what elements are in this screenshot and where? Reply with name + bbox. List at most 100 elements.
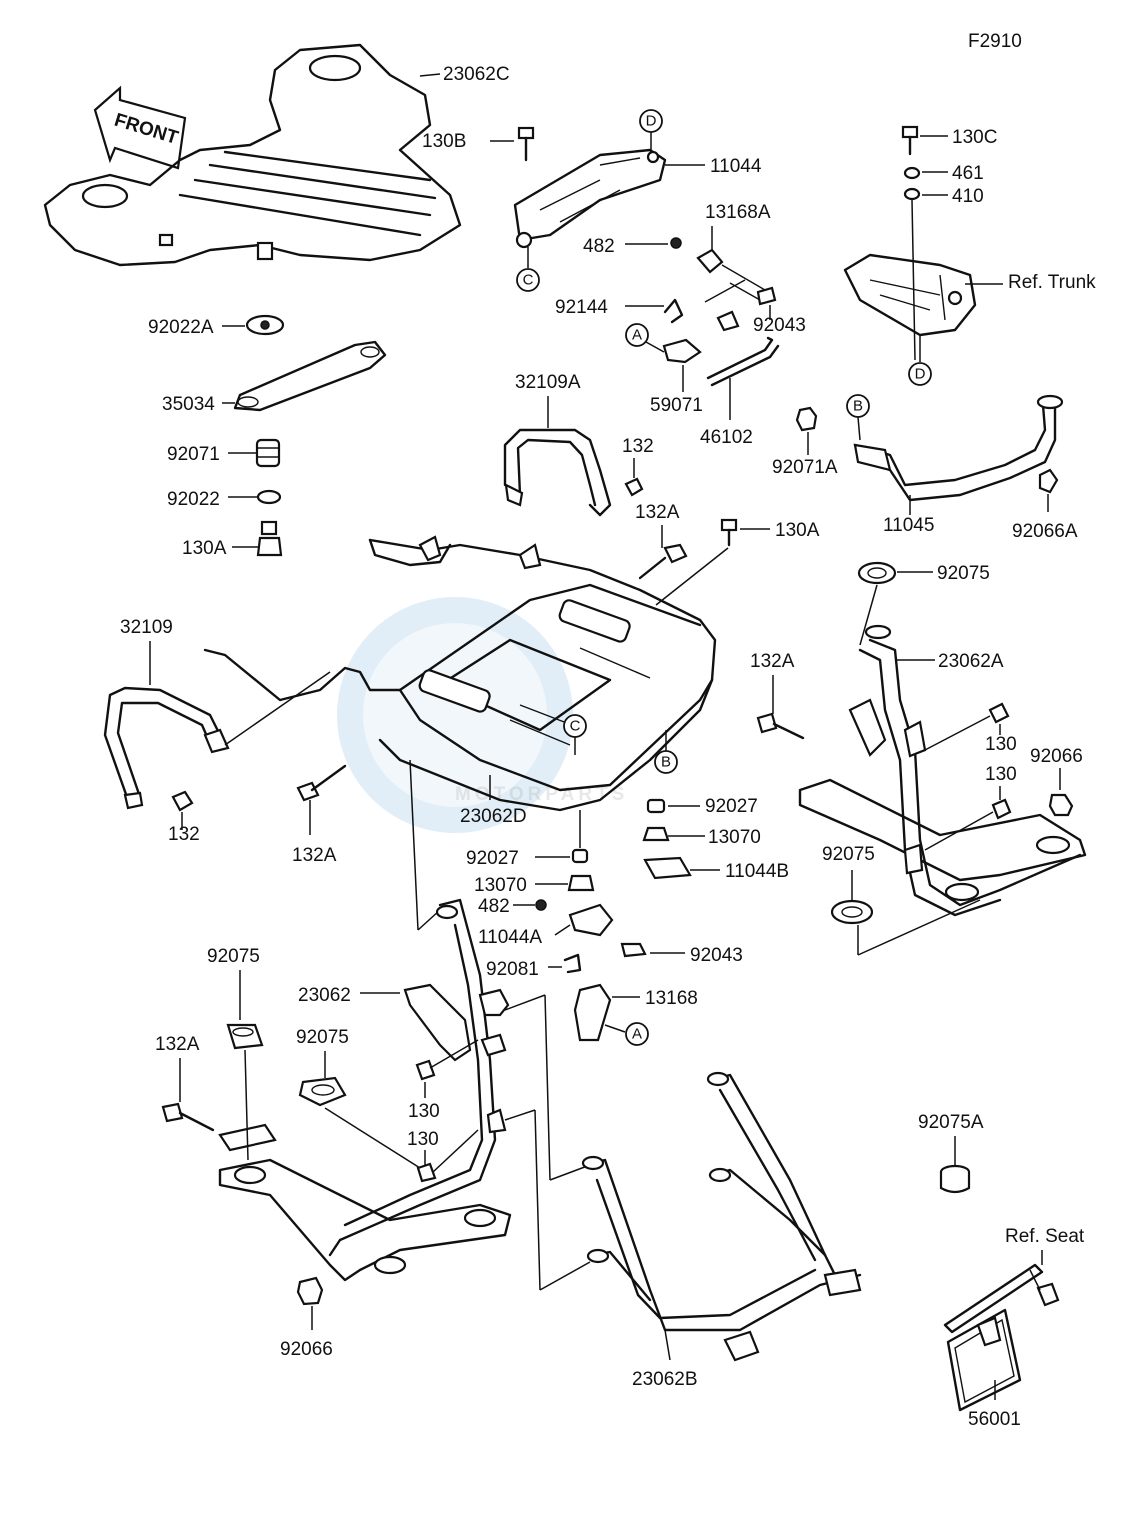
seat-bolt	[1036, 1282, 1060, 1307]
ref-marker-D-top	[639, 109, 663, 133]
label-11044B: 11044B	[725, 861, 789, 882]
label-132A-1: 132A	[635, 502, 680, 523]
damper-92071A	[795, 406, 818, 432]
label-482-top: 482	[583, 236, 615, 257]
label-92075-right-2: 92075	[822, 844, 875, 865]
label-35034: 35034	[162, 394, 215, 415]
label-92071A: 92071A	[772, 457, 838, 478]
label-130-r2: 130	[985, 764, 1017, 785]
svg-text:B: B	[853, 398, 863, 415]
washer-92022	[256, 489, 282, 505]
label-56001: 56001	[968, 1409, 1021, 1430]
svg-text:D: D	[646, 113, 657, 130]
stay-11045	[853, 394, 1064, 502]
svg-text:C: C	[570, 718, 581, 735]
label-32109A: 32109A	[515, 372, 581, 393]
label-130A-right: 130A	[775, 520, 820, 541]
strap-35034	[233, 340, 387, 412]
label-59071: 59071	[650, 395, 703, 416]
ref-marker-D-right	[908, 362, 932, 386]
spring-92144	[663, 298, 684, 324]
bolt-132A-3	[296, 764, 347, 802]
left-rail	[203, 648, 402, 702]
rod-46102	[706, 336, 774, 380]
latch-13168A	[696, 248, 724, 274]
label-130B: 130B	[422, 131, 466, 152]
damper-13070-center	[567, 874, 595, 892]
label-92066A: 92066A	[1012, 521, 1078, 542]
label-92075-left-2: 92075	[296, 1027, 349, 1048]
label-23062C: 23062C	[443, 64, 510, 85]
bolt-132A-4	[161, 1102, 215, 1132]
svg-text:A: A	[632, 327, 642, 344]
label-92081: 92081	[486, 959, 539, 980]
washer-410	[903, 187, 921, 201]
label-23062D: 23062D	[460, 806, 527, 827]
label-132-top: 132	[622, 436, 654, 457]
label-92066-left: 92066	[280, 1339, 333, 1360]
bolt-130B	[517, 126, 535, 162]
label-11045: 11045	[883, 515, 934, 536]
label-130-left-1: 130	[408, 1101, 440, 1122]
label-132A-2: 132A	[750, 651, 795, 672]
grommet-92075-r2	[830, 899, 874, 925]
frame-23062B	[581, 1071, 862, 1362]
bolt-130A-right	[720, 518, 738, 547]
washer-461	[903, 166, 921, 180]
spacer-92027-right	[646, 798, 666, 814]
label-ref-trunk: Ref. Trunk	[1008, 272, 1096, 293]
front-rack-23062C	[43, 43, 462, 267]
label-92075-left-1: 92075	[207, 946, 260, 967]
label-132A-4: 132A	[155, 1034, 200, 1055]
bracket-23062	[403, 983, 472, 1062]
label-92071: 92071	[167, 444, 220, 465]
grab-handle-32109A	[503, 428, 612, 517]
bolt-130-r1	[988, 702, 1010, 724]
label-13168A: 13168A	[705, 202, 771, 223]
carrier-23062D	[368, 535, 717, 812]
grommet-92075-left-2	[298, 1076, 347, 1107]
label-32109: 32109	[120, 617, 173, 638]
trunk-bracket	[843, 253, 977, 337]
bolt-130-left-2	[416, 1162, 437, 1183]
frame-23062	[218, 898, 512, 1282]
bracket-11044	[513, 148, 667, 249]
bolt-132-bottom	[171, 790, 194, 812]
spacer-92027-center	[571, 848, 589, 864]
label-130-r1: 130	[985, 734, 1017, 755]
label-130A-left: 130A	[182, 538, 227, 559]
bolt-132A-2	[756, 712, 805, 740]
cap-92066A	[1038, 468, 1059, 494]
label-92027-right: 92027	[705, 796, 758, 817]
svg-text:C: C	[523, 272, 534, 289]
label-92043-top: 92043	[753, 315, 806, 336]
label-13070-right: 13070	[708, 827, 761, 848]
label-ref-seat: Ref. Seat	[1005, 1226, 1085, 1247]
bolt-130A-left	[256, 520, 283, 557]
label-461: 461	[952, 163, 984, 184]
label-92022: 92022	[167, 489, 220, 510]
label-92027-center: 92027	[466, 848, 519, 869]
label-410: 410	[952, 186, 984, 207]
label-132-bottom: 132	[168, 824, 200, 845]
clip-92043-top	[716, 286, 777, 332]
grommet-92075-r1	[857, 561, 897, 585]
label-13070-center: 13070	[474, 875, 527, 896]
nut-482-top	[670, 237, 682, 249]
nut-482-bottom	[535, 899, 547, 911]
bolt-130C	[901, 125, 919, 156]
spring-92081	[563, 953, 582, 974]
label-23062: 23062	[298, 985, 351, 1006]
plate-56001	[943, 1263, 1044, 1412]
ref-marker-A-top	[625, 323, 649, 347]
label-130-left-2: 130	[407, 1129, 439, 1150]
damper-92071	[255, 438, 281, 468]
plate-11044B	[643, 856, 692, 880]
label-130C: 130C	[952, 127, 997, 148]
label-92144: 92144	[555, 297, 608, 318]
label-132A-3: 132A	[292, 845, 337, 866]
label-11044: 11044	[710, 156, 762, 177]
damper-13070-right	[642, 826, 670, 842]
label-92075-r1: 92075	[937, 563, 990, 584]
